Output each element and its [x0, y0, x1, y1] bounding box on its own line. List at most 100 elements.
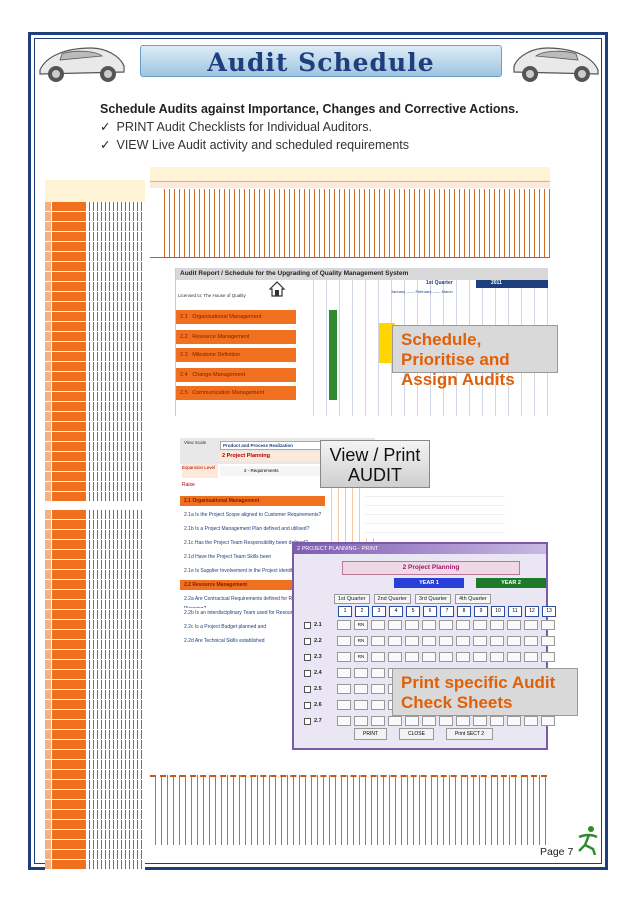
year-2-toggle[interactable]: YEAR 2	[476, 578, 546, 588]
schedule-cell[interactable]	[473, 636, 487, 646]
schedule-cell[interactable]	[337, 652, 351, 662]
checklist-row[interactable]: 2.1d Have the Project Team Skills been	[180, 552, 325, 562]
schedule-cell[interactable]	[541, 652, 555, 662]
schedule-cell[interactable]	[371, 716, 385, 726]
requirements-select[interactable]: 2 - Requirements	[220, 466, 320, 476]
schedule-cell[interactable]	[388, 716, 402, 726]
schedule-cell[interactable]	[388, 620, 402, 630]
schedule-cell[interactable]	[337, 716, 351, 726]
schedule-cell[interactable]	[337, 620, 351, 630]
report-row[interactable]: 2.5 Communication Management	[176, 386, 296, 400]
schedule-cell[interactable]	[354, 668, 368, 678]
quarter-radio[interactable]: 3rd Quarter	[414, 594, 451, 604]
week-number: 10	[491, 606, 505, 617]
schedule-cell[interactable]	[354, 700, 368, 710]
schedule-cell[interactable]	[422, 620, 436, 630]
schedule-cell[interactable]	[388, 636, 402, 646]
quarter-radio[interactable]: 1st Quarter	[334, 594, 370, 604]
schedule-cell[interactable]	[422, 716, 436, 726]
checklist-row[interactable]: 2.1e Is Supplier Involvement in the Proj…	[180, 566, 325, 576]
print-section-button[interactable]: Print SECT 2	[445, 728, 494, 740]
checklist-row[interactable]: 2.1 Organisational Management	[180, 496, 325, 506]
report-row[interactable]: 2.2 Resource Management	[176, 330, 296, 344]
schedule-cell[interactable]	[337, 668, 351, 678]
view-print-audit-button[interactable]: View / Print AUDIT	[320, 440, 430, 488]
schedule-cell[interactable]	[456, 716, 470, 726]
schedule-cell[interactable]	[371, 652, 385, 662]
schedule-cell[interactable]	[473, 652, 487, 662]
schedule-cell[interactable]	[473, 620, 487, 630]
schedule-cell[interactable]	[371, 684, 385, 694]
schedule-cell[interactable]	[507, 716, 521, 726]
spreadsheet-row	[45, 412, 145, 422]
schedule-cell[interactable]	[354, 716, 368, 726]
schedule-cell[interactable]	[405, 620, 419, 630]
row-label: 2.1	[314, 622, 322, 628]
schedule-cell[interactable]	[490, 636, 504, 646]
schedule-cell[interactable]	[371, 620, 385, 630]
checklist-row[interactable]: 2.1a Is the Project Scope aligned to Cus…	[180, 510, 325, 520]
schedule-cell[interactable]	[490, 620, 504, 630]
schedule-cell[interactable]	[524, 652, 538, 662]
quarter-radios[interactable]: 1st Quarter 2nd Quarter 3rd Quarter 4th …	[334, 594, 491, 604]
year-1-toggle[interactable]: YEAR 1	[394, 578, 464, 588]
schedule-cell[interactable]	[473, 716, 487, 726]
report-row[interactable]: 2.4 Change Management	[176, 368, 296, 382]
close-button[interactable]: CLOSE	[399, 728, 434, 740]
row-checkbox[interactable]	[304, 637, 311, 645]
schedule-cell[interactable]	[439, 652, 453, 662]
schedule-cell[interactable]	[439, 620, 453, 630]
schedule-cell[interactable]	[405, 652, 419, 662]
schedule-cell[interactable]	[371, 636, 385, 646]
schedule-cell[interactable]	[507, 652, 521, 662]
schedule-cell[interactable]	[388, 652, 402, 662]
schedule-cell[interactable]	[354, 684, 368, 694]
checklist-row[interactable]: 2.2b Is an interdisciplinary Team used f…	[180, 608, 325, 618]
print-button[interactable]: PRINT	[354, 728, 387, 740]
checklist-row[interactable]: 2.1c Has the Project Team Responsibility…	[180, 538, 325, 548]
checklist-row[interactable]: 2.2c Is a Project Budget planned and	[180, 622, 325, 632]
schedule-cell[interactable]	[371, 668, 385, 678]
schedule-cell[interactable]	[439, 636, 453, 646]
schedule-cell[interactable]	[524, 716, 538, 726]
schedule-cell[interactable]	[456, 636, 470, 646]
schedule-cell[interactable]	[337, 700, 351, 710]
schedule-cell[interactable]: RN	[354, 652, 368, 662]
schedule-cell[interactable]	[337, 636, 351, 646]
row-checkbox[interactable]	[304, 701, 311, 709]
checklist-row[interactable]: 2.1b Is a Project Management Plan define…	[180, 524, 325, 534]
schedule-cell[interactable]	[456, 620, 470, 630]
quarter-radio[interactable]: 2nd Quarter	[373, 594, 411, 604]
row-checkbox[interactable]	[304, 685, 311, 693]
spreadsheet-row	[45, 352, 145, 362]
schedule-cell[interactable]	[541, 636, 555, 646]
schedule-cell[interactable]	[422, 636, 436, 646]
schedule-cell[interactable]: RN	[354, 620, 368, 630]
schedule-cell[interactable]	[541, 620, 555, 630]
checklist-row[interactable]: 2.2d Are Technical Skills established	[180, 636, 325, 646]
schedule-cell[interactable]	[371, 700, 385, 710]
row-checkbox[interactable]	[304, 669, 311, 677]
schedule-cell[interactable]	[507, 636, 521, 646]
report-row[interactable]: 2.3 Milestone Definition	[176, 348, 296, 362]
schedule-cell[interactable]	[422, 652, 436, 662]
report-row[interactable]: 2.1 Organisational Management	[176, 310, 296, 324]
row-checkbox[interactable]	[304, 717, 311, 725]
license-text: Licensed to: The House of Quality	[178, 293, 246, 298]
schedule-cell[interactable]	[439, 716, 453, 726]
schedule-cell[interactable]	[337, 684, 351, 694]
schedule-cell[interactable]	[456, 652, 470, 662]
schedule-cell[interactable]	[405, 716, 419, 726]
row-checkbox[interactable]	[304, 621, 311, 629]
schedule-cell[interactable]	[541, 716, 555, 726]
quarter-radio[interactable]: 4th Quarter	[455, 594, 491, 604]
schedule-cell[interactable]	[524, 620, 538, 630]
schedule-cell[interactable]	[524, 636, 538, 646]
schedule-cell[interactable]: RN	[354, 636, 368, 646]
schedule-cell[interactable]	[507, 620, 521, 630]
schedule-cell[interactable]	[490, 716, 504, 726]
checklist-row[interactable]: 2.2 Resource Management	[180, 580, 325, 590]
schedule-cell[interactable]	[490, 652, 504, 662]
row-checkbox[interactable]	[304, 653, 311, 661]
schedule-cell[interactable]	[405, 636, 419, 646]
